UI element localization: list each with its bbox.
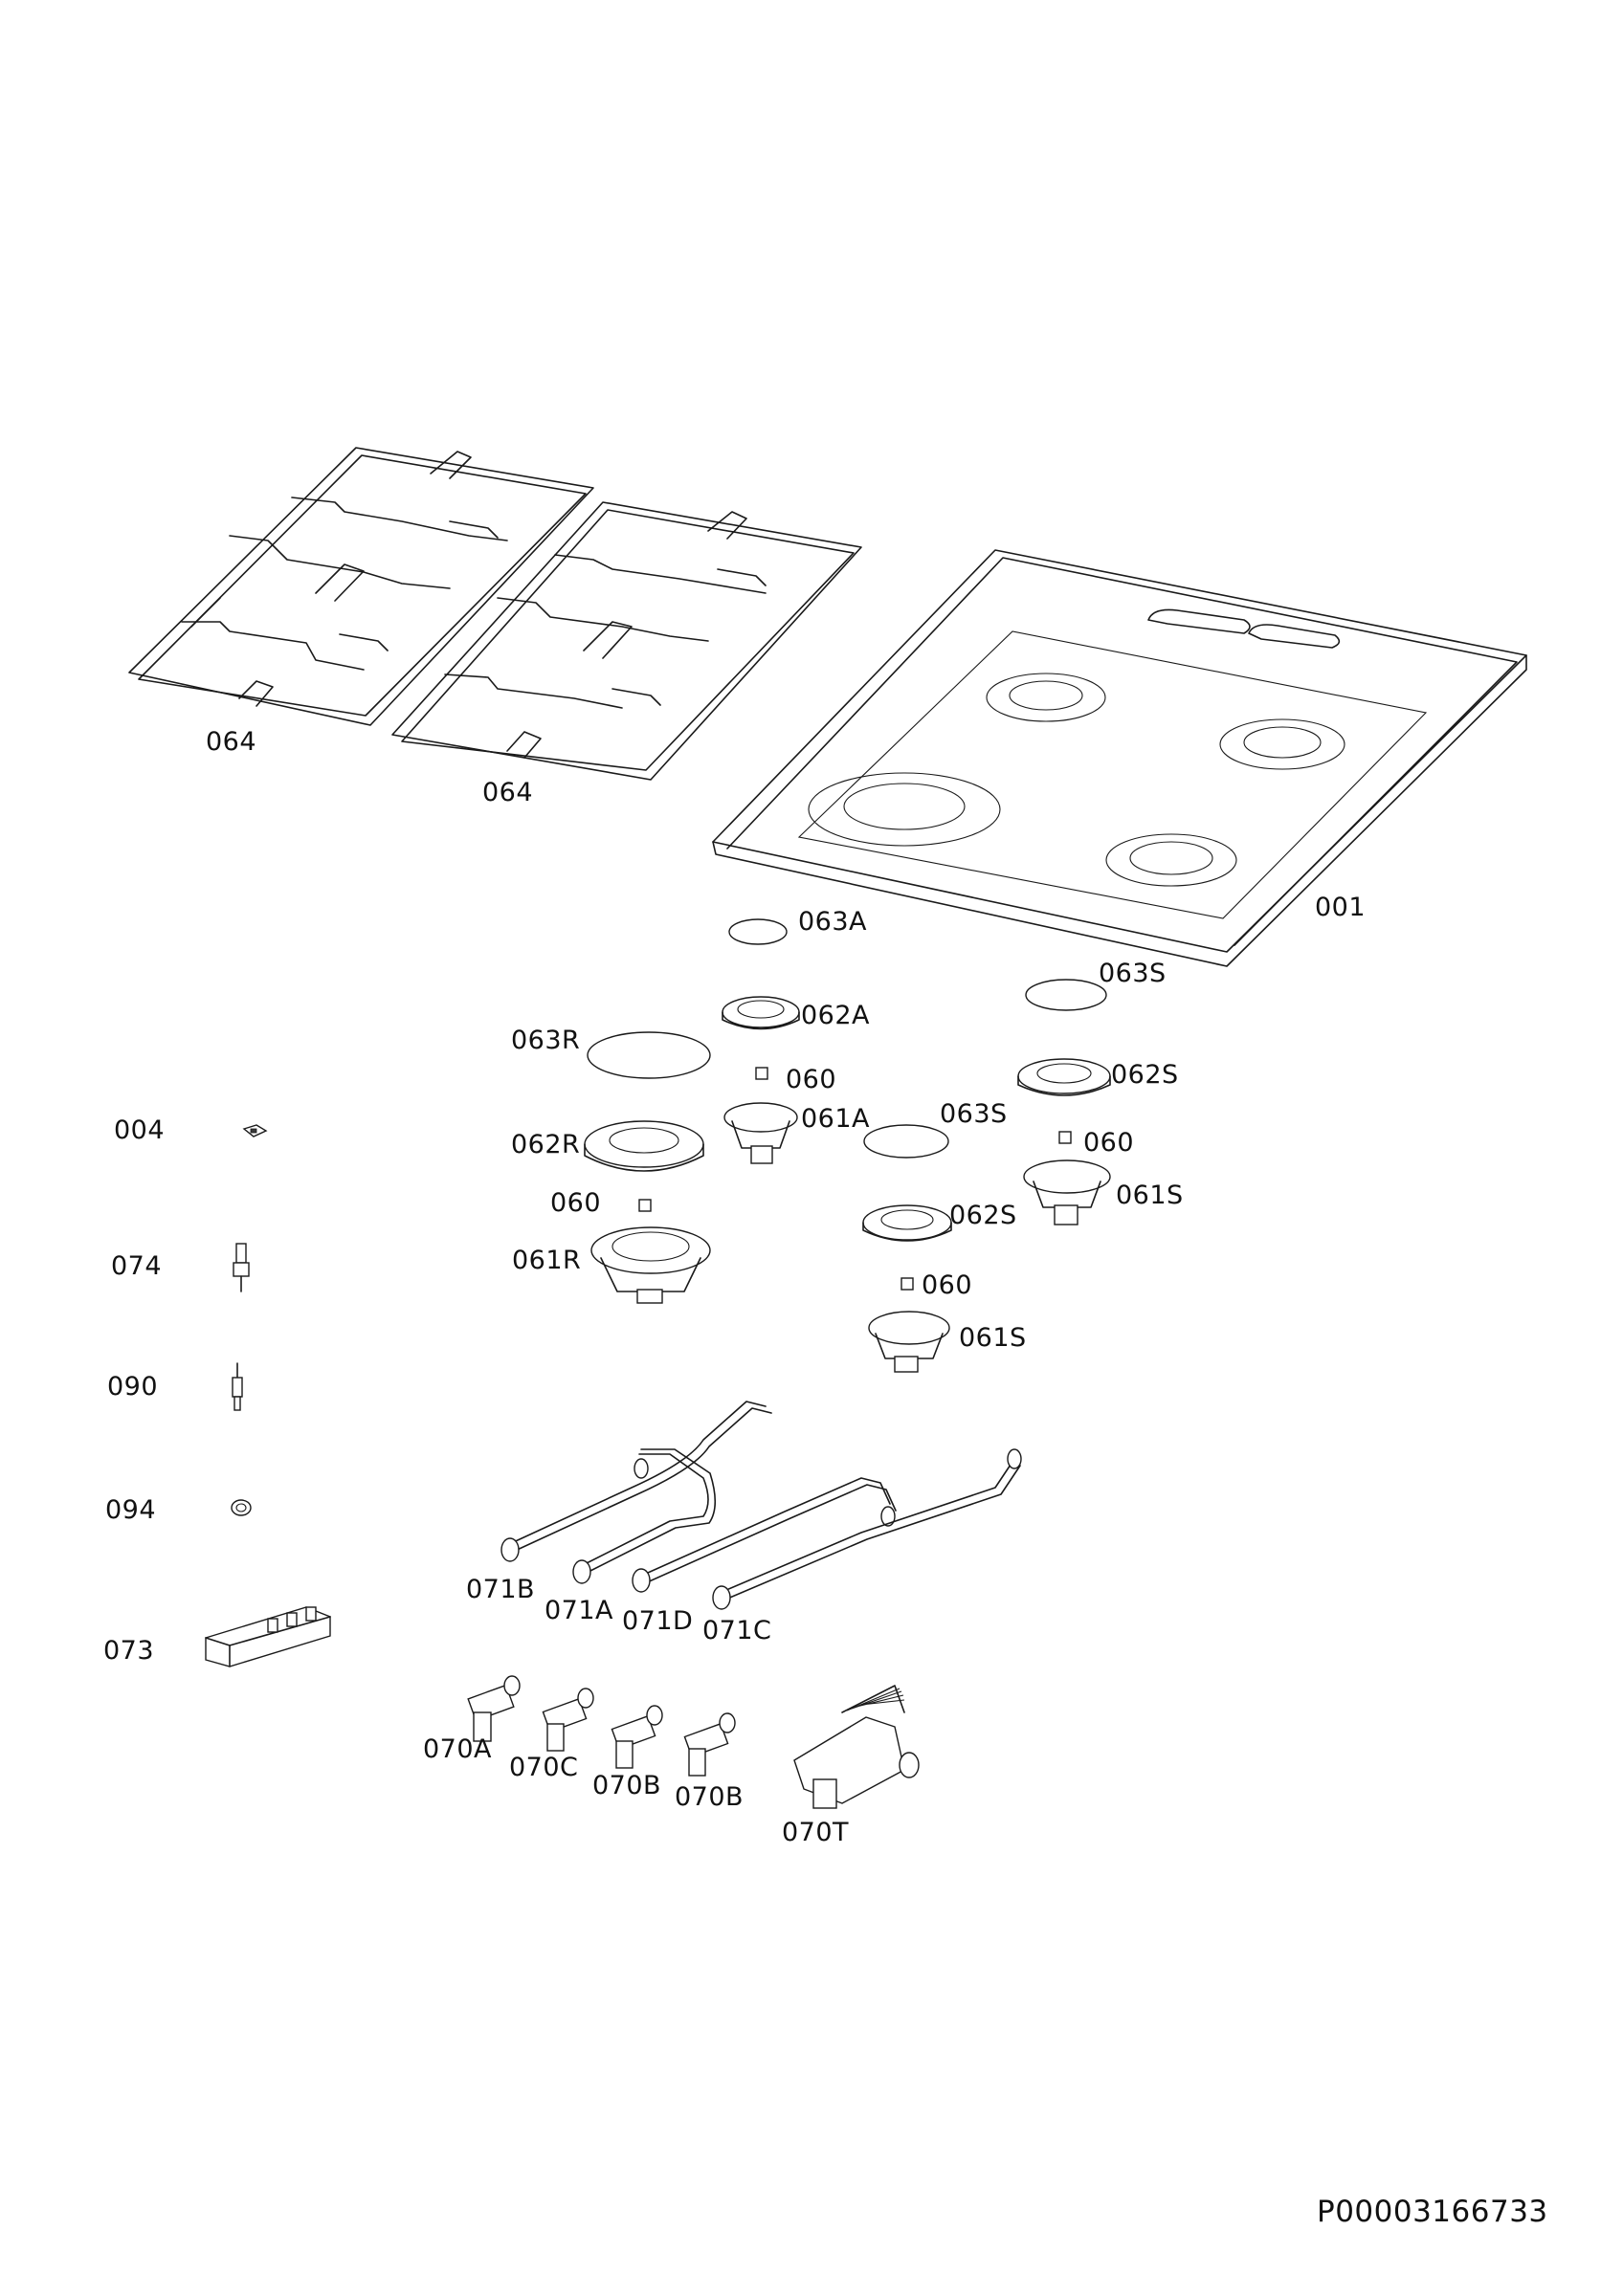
label-071d: 071D	[622, 1606, 694, 1636]
label-073: 073	[103, 1636, 155, 1666]
label-061s-right: 061S	[1116, 1181, 1184, 1210]
injector-060-a	[755, 1067, 768, 1080]
pan-support-left-drawing	[128, 447, 594, 726]
label-062s-top: 062S	[1111, 1060, 1179, 1090]
burner-crown-062s-top	[1017, 1058, 1111, 1096]
part-073-ignition-switch	[205, 1606, 331, 1667]
injector-060-d	[900, 1277, 914, 1291]
label-063a: 063A	[798, 907, 868, 937]
burner-crown-062a	[722, 996, 800, 1030]
label-070b-b: 070B	[675, 1782, 745, 1812]
burner-cap-063r	[587, 1031, 711, 1079]
label-062a: 062A	[801, 1001, 871, 1030]
label-071b: 071B	[466, 1575, 536, 1604]
label-070t: 070T	[782, 1818, 850, 1847]
gas-tap-070a	[467, 1675, 521, 1742]
label-060-b: 060	[1083, 1128, 1135, 1158]
gas-tap-070b-b	[683, 1712, 736, 1777]
burner-crown-062s-mid	[862, 1204, 952, 1242]
label-060-d: 060	[922, 1270, 973, 1300]
label-063r: 063R	[511, 1026, 581, 1055]
label-062s-mid: 062S	[949, 1201, 1017, 1230]
label-004: 004	[114, 1115, 166, 1145]
gas-pipe-071d	[632, 1477, 897, 1593]
label-062r: 062R	[511, 1130, 581, 1159]
burner-cap-063s-mid	[863, 1124, 949, 1159]
burner-cap-063a	[728, 918, 788, 945]
burner-body-061s-right	[1023, 1159, 1111, 1225]
label-090: 090	[107, 1372, 159, 1402]
part-004-clip	[242, 1124, 268, 1137]
label-061r: 061R	[512, 1246, 582, 1275]
label-064-middle: 064	[482, 778, 534, 807]
label-070a: 070A	[423, 1734, 493, 1764]
label-070c: 070C	[509, 1753, 579, 1782]
burner-body-061s-low	[868, 1311, 950, 1373]
label-061s-low: 061S	[959, 1323, 1027, 1353]
label-074: 074	[111, 1251, 163, 1281]
injector-060-b	[1058, 1131, 1072, 1144]
label-063s-top: 063S	[1099, 959, 1167, 988]
injector-060-c	[638, 1199, 652, 1212]
label-071c: 071C	[702, 1616, 772, 1645]
part-074-thermocouple	[233, 1243, 250, 1292]
document-id: P00003166733	[1317, 2195, 1548, 2229]
gas-tap-070t	[793, 1685, 920, 1809]
label-094: 094	[105, 1495, 157, 1525]
label-061a: 061A	[801, 1104, 871, 1134]
gas-tap-070c	[542, 1688, 594, 1752]
pan-support-middle-drawing	[391, 501, 862, 781]
part-090-ignition-electrode	[232, 1362, 243, 1411]
burner-crown-062r	[584, 1120, 704, 1172]
gas-tap-070b-a	[611, 1705, 663, 1769]
gas-pipe-071c	[712, 1448, 1022, 1610]
label-001: 001	[1315, 893, 1367, 922]
label-070b-a: 070B	[592, 1771, 662, 1800]
gas-pipe-071a	[572, 1448, 717, 1584]
label-060-a: 060	[786, 1065, 837, 1094]
burner-body-061r	[590, 1226, 711, 1304]
hob-top-drawing	[712, 549, 1527, 967]
label-063s-mid: 063S	[940, 1099, 1008, 1129]
label-071a: 071A	[545, 1596, 614, 1625]
burner-body-061a	[723, 1102, 798, 1164]
part-094-seal-ring	[231, 1499, 252, 1516]
label-064-left: 064	[206, 727, 257, 757]
label-060-c: 060	[550, 1188, 602, 1218]
burner-cap-063s-top	[1025, 979, 1107, 1011]
